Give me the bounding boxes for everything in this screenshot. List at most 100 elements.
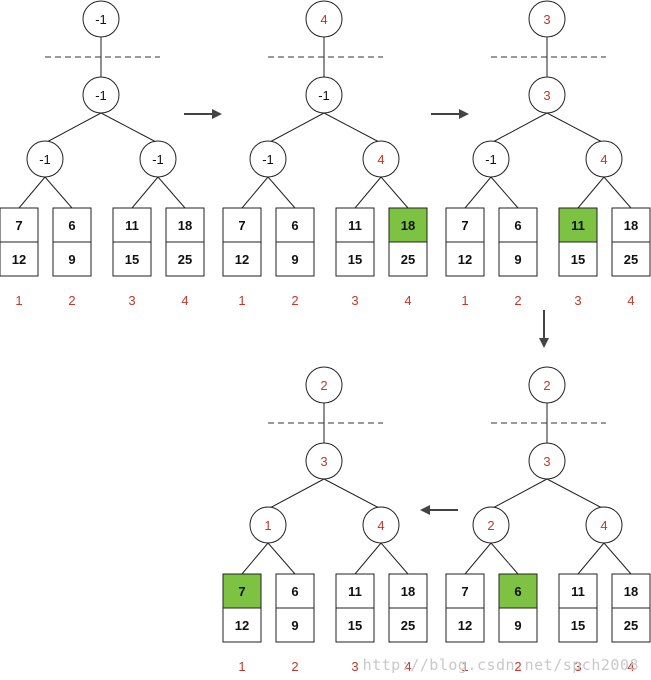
leaf-value-top: 11: [348, 218, 362, 233]
leaf-value-top: 11: [571, 218, 585, 233]
leaf-value-bottom: 12: [458, 618, 472, 633]
leaf-bottom-cell: [165, 241, 205, 277]
leaf-index: 2: [291, 659, 298, 674]
left-node-circle: [249, 506, 287, 544]
leaf-bottom-cell: [611, 607, 651, 643]
leaf-value-top: 6: [514, 584, 521, 599]
left-node-circle: [472, 140, 510, 178]
arrow-head: [539, 338, 549, 348]
leaf-value-bottom: 9: [514, 252, 521, 267]
leaf-index: 3: [351, 293, 358, 308]
leaf-bottom-cell: [0, 241, 39, 277]
left-node-value: -1: [39, 152, 51, 167]
connector-line: [464, 176, 492, 209]
leaf-value-bottom: 12: [235, 618, 249, 633]
leaf-top-cell: [275, 573, 315, 609]
leaf-bottom-cell: [52, 241, 92, 277]
winner-node-circle: [528, 366, 566, 404]
leaf-value-bottom: 25: [178, 252, 192, 267]
leaf-bottom-cell: [112, 241, 152, 277]
connector-line: [267, 542, 296, 575]
connector-line: [354, 542, 382, 575]
connector-line: [546, 478, 605, 510]
connector-line: [603, 542, 632, 575]
left-node-value: -1: [485, 152, 497, 167]
leaf-value-bottom: 9: [291, 618, 298, 633]
leaf-index: 2: [291, 293, 298, 308]
connector-line: [44, 112, 102, 144]
connector-line: [490, 542, 519, 575]
leaf-value-bottom: 12: [235, 252, 249, 267]
connector-line: [241, 542, 269, 575]
leaf-top-cell: [558, 573, 598, 609]
leaf-top-cell: [112, 207, 152, 243]
connector-line: [490, 176, 519, 209]
leaf-index: 3: [128, 293, 135, 308]
leaf-index: 1: [238, 293, 245, 308]
leaf-top-cell: [388, 573, 428, 609]
leaf-value-top: 7: [238, 218, 245, 233]
connector-line: [157, 176, 186, 209]
leaf-bottom-cell: [445, 607, 485, 643]
leaf-top-cell: [275, 207, 315, 243]
right-node-value: -1: [152, 152, 164, 167]
leaf-value-top: 18: [624, 218, 638, 233]
leaf-top-cell: [0, 207, 39, 243]
root-node-circle: [305, 76, 343, 114]
leaf-top-cell: [335, 573, 375, 609]
winner-node-value: -1: [95, 12, 107, 27]
leaf-index: 1: [461, 659, 468, 674]
root-node-value: -1: [95, 88, 107, 103]
leaf-value-top: 7: [461, 218, 468, 233]
winner-node-value: 2: [543, 378, 550, 393]
winner-node-circle: [82, 0, 120, 38]
leaf-value-top: 6: [291, 218, 298, 233]
leaf-bottom-cell: [222, 241, 262, 277]
leaf-index: 2: [514, 293, 521, 308]
connector-line: [577, 176, 605, 209]
arrow-head: [459, 109, 469, 119]
leaf-bottom-cell: [222, 607, 262, 643]
leaf-value-top: 6: [68, 218, 75, 233]
leaf-bottom-cell: [388, 241, 428, 277]
leaf-value-bottom: 15: [571, 252, 585, 267]
leaf-top-cell: [498, 573, 538, 609]
right-node-value: 4: [600, 152, 607, 167]
arrow-head: [420, 505, 430, 515]
connector-line: [380, 542, 409, 575]
connector-line: [546, 112, 605, 144]
left-node-circle: [472, 506, 510, 544]
leaf-value-top: 18: [624, 584, 638, 599]
root-node-circle: [528, 76, 566, 114]
leaf-index: 1: [15, 293, 22, 308]
leaf-index: 4: [181, 293, 188, 308]
winner-node-circle: [528, 0, 566, 38]
leaf-value-bottom: 15: [348, 618, 362, 633]
arrow-right-2: [431, 109, 469, 119]
leaf-bottom-cell: [498, 607, 538, 643]
connector-line: [323, 112, 382, 144]
connector-line: [44, 176, 73, 209]
right-node-value: 4: [377, 152, 384, 167]
winner-node-value: 4: [320, 12, 327, 27]
left-node-value: 1: [264, 518, 271, 533]
leaf-value-bottom: 25: [401, 252, 415, 267]
right-node-value: 4: [377, 518, 384, 533]
winner-node-value: 3: [543, 12, 550, 27]
root-node-circle: [82, 76, 120, 114]
connector-line: [354, 176, 382, 209]
leaf-index: 3: [351, 659, 358, 674]
leaf-top-cell: [558, 207, 598, 243]
left-node-circle: [26, 140, 64, 178]
leaf-bottom-cell: [275, 241, 315, 277]
root-node-circle: [305, 442, 343, 480]
leaf-index: 4: [404, 659, 411, 674]
leaf-index: 4: [404, 293, 411, 308]
leaf-value-bottom: 25: [624, 618, 638, 633]
